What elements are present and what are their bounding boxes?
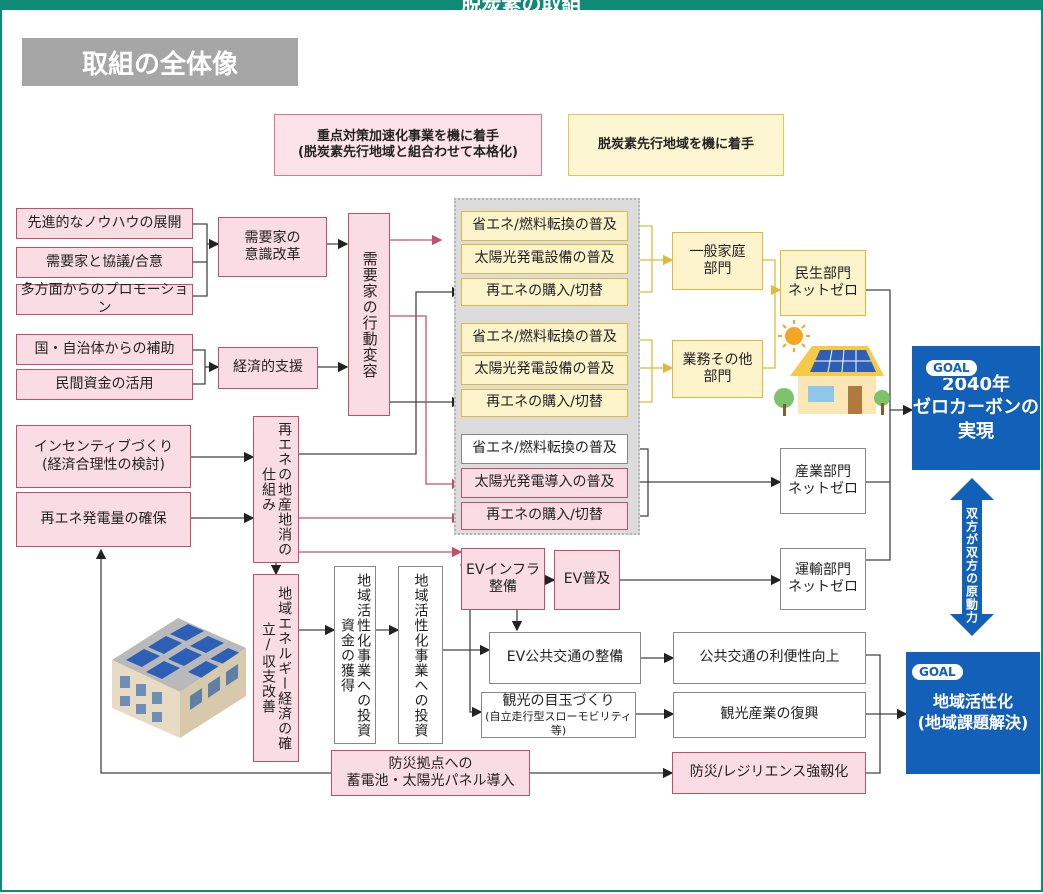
home-solar-box: 太陽光発電設備の普及 (461, 244, 628, 274)
transport-net-zero-box: 運輸部門 ネットゼロ (780, 548, 866, 610)
consult-box: 需要家と協議/合意 (16, 247, 193, 278)
revitalization-goal-text: 地域活性化 (地域課題解決) (917, 692, 1029, 732)
goal-tag-zero-carbon: GOAL (924, 358, 979, 378)
behavior-change-box: 需要家の行動変容 (348, 213, 390, 416)
ev-infra-box: EVインフラ 整備 (461, 548, 545, 610)
mutual-driver-label: 双方が双方の原動力 (964, 506, 979, 624)
section-title: 取組の全体像 (22, 38, 298, 86)
home-save-box: 省エネ/燃料転換の普及 (461, 211, 628, 241)
ind-solar-box: 太陽光発電導入の普及 (461, 468, 628, 498)
resilience-box: 防災/レジリエンス強靱化 (672, 752, 866, 794)
private-fund-box: 民間資金の活用 (16, 369, 193, 400)
revitalize-fund-box: 地域活性化事業への投資資金の獲得 (334, 566, 376, 744)
solar-building-illustration-icon (112, 618, 246, 738)
ev-transit-box: EV公共交通の整備 (489, 632, 641, 684)
tourism-recovery-box: 観光産業の復興 (673, 692, 866, 738)
disaster-base-box: 防災拠点への 蓄電池・太陽光パネル導入 (331, 750, 530, 796)
ev-spread-box: EV普及 (554, 550, 620, 610)
tourism-attraction-note: (自立走行型スローモビリティ等) (485, 710, 632, 737)
mutual-double-arrow-icon (950, 478, 994, 636)
promotion-box: 多方面からのプロモーション (16, 282, 193, 316)
subsidy-box: 国・自治体からの補助 (16, 334, 193, 365)
leading-region-header: 脱炭素先行地域を機に着手 (568, 114, 784, 176)
transit-convenience-box: 公共交通の利便性向上 (673, 632, 866, 684)
tourism-attraction-label: 観光の目玉づくり (502, 692, 615, 709)
household-sector-box: 一般家庭 部門 (672, 232, 763, 290)
goal-tag-revitalization: GOAL (910, 662, 965, 682)
awareness-box: 需要家の 意識改革 (218, 217, 327, 277)
economic-support-box: 経済的支援 (218, 347, 318, 389)
incentive-box: インセンティブづくり (経済合理性の検討) (16, 425, 191, 488)
biz-save-box: 省エネ/燃料転換の普及 (461, 323, 628, 353)
business-sector-box: 業務その他 部門 (672, 340, 763, 398)
know-how-box: 先進的なノウハウの展開 (16, 208, 193, 239)
industry-net-zero-box: 産業部門 ネットゼロ (780, 448, 866, 514)
regional-energy-box: 地域エネルギー経済の確立/収支改善 (253, 574, 299, 762)
ind-re-box: 再エネの購入/切替 (461, 502, 628, 530)
page-header-bar: 脱炭素の取組 (0, 0, 1043, 10)
re-secure-box: 再エネ発電量の確保 (16, 492, 191, 547)
priority-header: 重点対策加速化事業を機に着手 (脱炭素先行地域と組合わせて本格化) (274, 114, 542, 176)
revitalize-invest-box: 地域活性化事業への投資 (398, 566, 443, 744)
page-header-title: 脱炭素の取組 (0, 0, 1043, 10)
biz-re-box: 再エネの購入/切替 (461, 389, 628, 417)
home-re-box: 再エネの購入/切替 (461, 278, 628, 306)
tourism-attraction-box: 観光の目玉づくり (自立走行型スローモビリティ等) (481, 692, 636, 738)
local-re-box: 再エネの地産地消の仕組み (253, 416, 299, 563)
zero-carbon-goal-text: 2040年 ゼロカーボンの 実現 (913, 373, 1039, 442)
house-solar-illustration-icon (774, 320, 890, 416)
biz-solar-box: 太陽光発電設備の普及 (461, 355, 628, 385)
civil-net-zero-box: 民生部門 ネットゼロ (780, 250, 866, 316)
ind-save-box: 省エネ/燃料転換の普及 (461, 434, 628, 464)
